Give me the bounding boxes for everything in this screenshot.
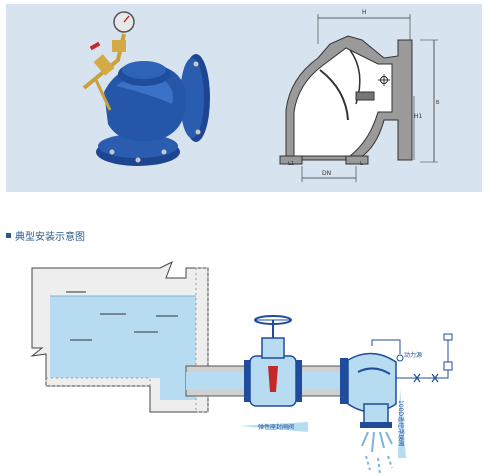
dim-label-l1: L1: [288, 161, 294, 167]
label-float-valve: 100D遥控浮球阀: [397, 400, 405, 446]
dim-label-b: B: [436, 100, 440, 106]
label-pilot-source: 动力源: [404, 351, 422, 359]
dim-label-dn: DN: [322, 170, 331, 177]
installation-diagram: [30, 260, 453, 475]
label-gate-valve: 弹性座封闸阀: [258, 423, 294, 431]
dim-label-h1: H1: [414, 113, 423, 120]
cross-section-drawing: [279, 14, 438, 182]
heading-text: 典型安装示意图: [15, 232, 85, 243]
heading-bullet-icon: [6, 233, 11, 238]
section-heading: 典型安装示意图: [6, 228, 85, 243]
dim-label-l: L: [360, 161, 363, 167]
valve-photo: [82, 11, 210, 166]
dim-label-h: H: [362, 9, 367, 16]
